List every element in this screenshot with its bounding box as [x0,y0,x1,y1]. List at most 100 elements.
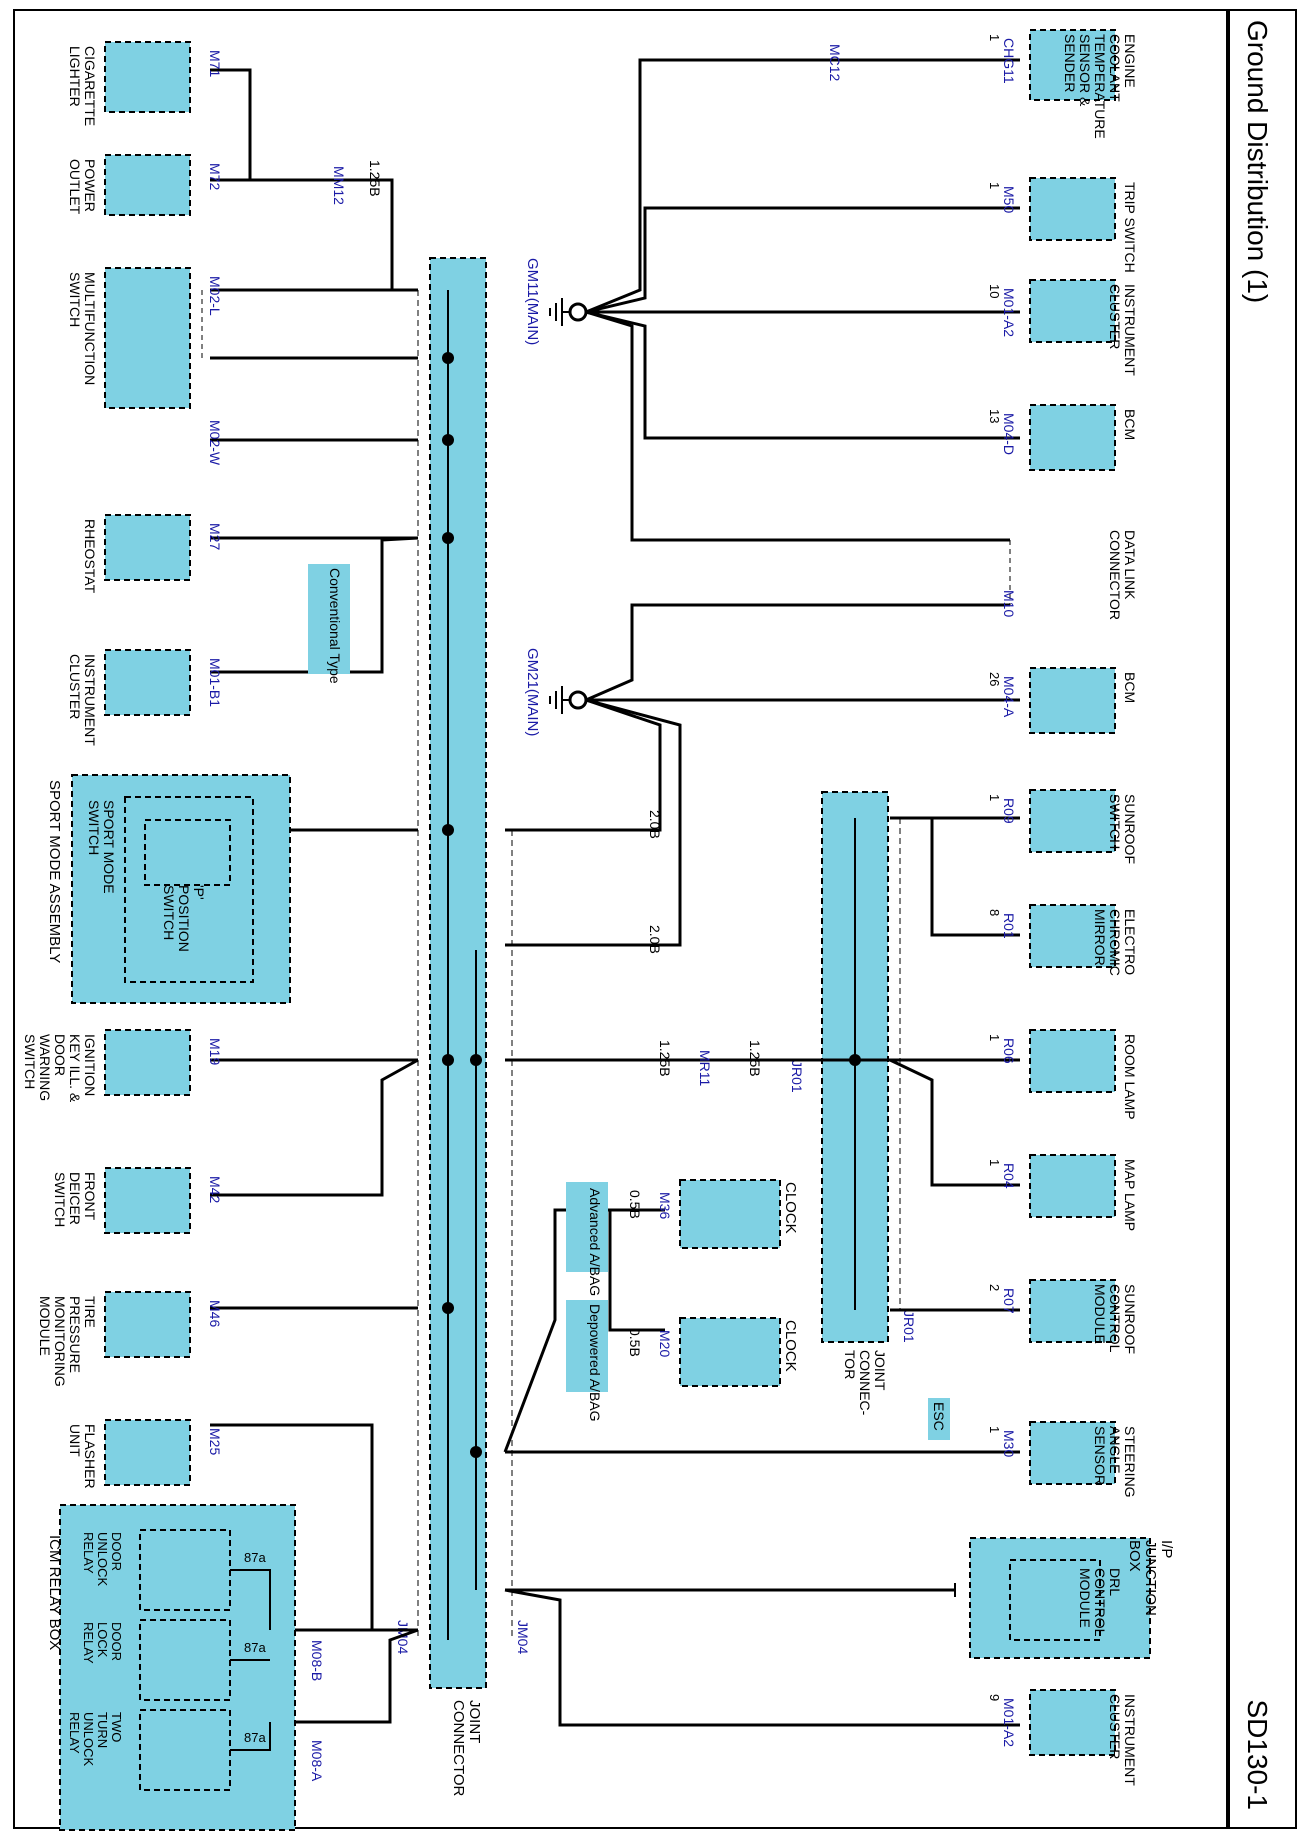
note-depowered-bag-text: Depowered A/BAG [587,1304,603,1422]
connector-code: M71 [207,50,223,77]
pin-number: 1 [987,1034,1002,1041]
component-label: UNIT [67,1424,83,1457]
svg-text:TURN: TURN [95,1712,110,1748]
component-label: MIRROR [1092,909,1108,966]
icm-relay-box [59,1504,296,1831]
jr01-code: JR01 [901,1310,917,1343]
component-box [104,514,191,581]
component-label: INSTRUMENT [1122,284,1138,376]
pin-number: 1 [987,1159,1002,1166]
svg-text:RELAY: RELAY [81,1532,96,1574]
note-esc [928,1398,950,1440]
pin-number: 1 [987,182,1002,189]
component-label: ROOM LAMP [1122,1034,1138,1120]
connector-code: R06 [1001,1038,1017,1064]
component-label: WARNING [37,1034,53,1101]
component-box [1029,1029,1116,1093]
svg-text:CONTROL: CONTROL [1092,1568,1108,1637]
component-label: FRONT [82,1172,98,1221]
component-label: ENGINE [1122,34,1138,88]
jm04-label: JOINT [466,1700,483,1743]
svg-text:MODULE: MODULE [1077,1568,1093,1628]
svg-text:1.25B: 1.25B [367,160,383,197]
ground-gm21 [549,686,588,714]
pin-number: 2 [987,1284,1002,1291]
pin-number: 1 [987,34,1002,41]
component-box [1029,1421,1116,1485]
connector-code: M50 [1001,186,1017,213]
connector-code: M02-W [207,420,223,466]
component-label: ELECTRO [1122,909,1138,975]
component-label: SWITCH [52,1172,68,1227]
component-label: INSTRUMENT [82,654,98,746]
component-box [104,41,191,113]
jm04-code: JM04 [515,1620,531,1654]
component-box [104,649,191,716]
component-label: FLASHER [82,1424,98,1489]
connector-code: CHG11 [1001,38,1017,84]
svg-text:2.0B: 2.0B [647,925,663,954]
component-label: TEMPERATURE [1092,34,1108,139]
pin-number: 26 [987,672,1002,686]
drl-control-module [1009,1559,1101,1641]
component-label: CLUSTER [67,654,83,719]
component-label: SWITCH [67,272,83,327]
component-box [1029,29,1116,101]
component-label: KEY ILL. & [67,1034,83,1103]
component-label: SUNROOF [1122,794,1138,864]
component-label: SENDER [1062,34,1078,92]
component-box [1029,789,1116,853]
connector-code: M27 [207,523,223,550]
mr11-code: MR11 [697,1050,713,1087]
connector-code: M25 [207,1428,223,1455]
svg-text:87a: 87a [244,1640,266,1655]
component-box [104,1419,191,1486]
pin-number: 1 [987,1426,1002,1433]
svg-text:1.25B: 1.25B [657,1040,673,1077]
component-box [104,1029,191,1096]
component-label: SUNROOF [1122,1284,1138,1354]
component-label: MULTIFUNCTION [82,272,98,385]
jr01-code-left: JR01 [789,1060,805,1093]
svg-text:0.5B: 0.5B [627,1328,643,1357]
mc12-code: MC12 [827,44,843,82]
connector-code: M46 [207,1300,223,1327]
component-label: STEERING [1122,1426,1138,1498]
clock-depowered-label: CLOCK [782,1320,799,1372]
component-box [104,267,191,409]
svg-text:RELAY: RELAY [67,1712,82,1754]
svg-text:1.25B: 1.25B [747,1040,763,1077]
svg-text:LOCK: LOCK [95,1622,110,1658]
connector-code: M08-A [309,1740,325,1782]
component-label: IGNITION [82,1034,98,1096]
svg-text:87a: 87a [244,1730,266,1745]
svg-text:TWO: TWO [109,1712,124,1742]
connector-code: M42 [207,1176,223,1203]
component-box [104,1167,191,1234]
component-box [1029,177,1116,241]
component-label: DOOR [52,1034,68,1076]
clock-depowered-code: M20 [657,1330,673,1357]
component-box [1029,404,1116,471]
component-box [1029,279,1116,343]
component-label: COOLANT [1107,34,1123,102]
component-label: MODULE [37,1296,53,1356]
component-label: SWITCH [22,1034,38,1089]
connector-code: M08-B [309,1640,325,1681]
clock-advanced-code: M36 [657,1192,673,1219]
svg-text:CONNEC-: CONNEC- [857,1350,873,1416]
component-box [1029,667,1116,734]
connector-code: M01-B1 [207,658,223,707]
svg-text:87a: 87a [244,1550,266,1565]
svg-text:RELAY: RELAY [81,1622,96,1664]
component-box [104,154,191,216]
note-advanced-bag-text: Advanced A/BAG [587,1188,603,1296]
component-label: OUTLET [67,159,83,215]
note-conventional-text: Conventional Type [327,568,343,684]
joint-connector-jm04 [429,257,487,1689]
gm21-label: GM21(MAIN) [524,648,541,736]
connector-code: R07 [1001,1288,1017,1314]
component-label: CHROMIC [1107,909,1123,976]
component-label: SENSOR & [1077,34,1093,107]
